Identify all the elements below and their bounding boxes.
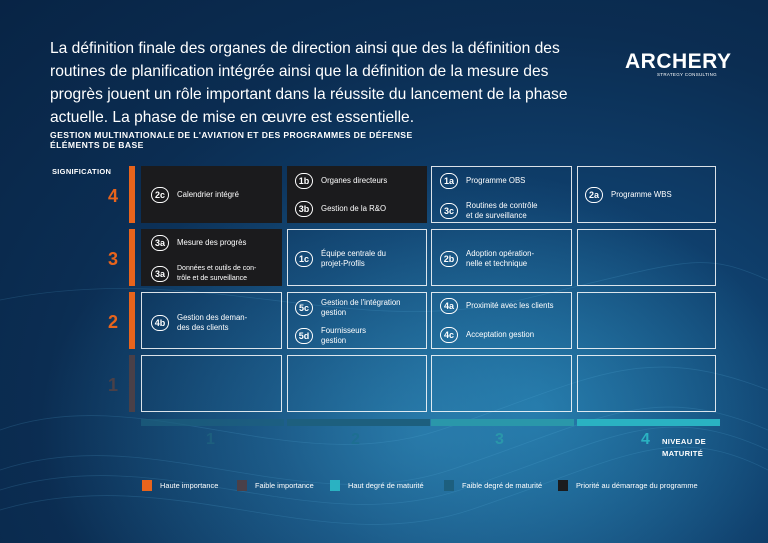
column-1-maturity-bar bbox=[141, 419, 284, 426]
row-3-importance-bar bbox=[129, 229, 135, 286]
legend-low-importance: Faible importance bbox=[237, 480, 314, 491]
item-code-badge: 2b bbox=[440, 251, 458, 267]
item-code-badge: 1c bbox=[295, 251, 313, 267]
item-code-badge: 4a bbox=[440, 298, 458, 314]
item-1c: 1c Équipe centrale du projet-Profils bbox=[295, 249, 386, 269]
item-label: Équipe centrale du projet-Profils bbox=[321, 249, 387, 268]
item-1b: 1b Organes directeurs bbox=[295, 173, 387, 189]
item-label: Données et outils de con- trôle et de su… bbox=[177, 265, 257, 282]
legend-label: Faible degré de maturité bbox=[462, 481, 543, 490]
legend-label: Haute importance bbox=[160, 481, 219, 490]
item-3c: 3c Routines de contrôle et de surveillan… bbox=[440, 201, 538, 221]
cell-r4-c3 bbox=[431, 166, 572, 223]
item-label: Acceptation gestion bbox=[466, 330, 535, 339]
cell-r2-c2 bbox=[287, 292, 427, 349]
item-4a: 4a Proximité avec les clients bbox=[440, 298, 554, 314]
item-code-badge: 5d bbox=[295, 328, 313, 344]
item-code-badge: 5c bbox=[295, 300, 313, 316]
row-4-importance-bar bbox=[129, 166, 135, 223]
cell-r2-c1 bbox=[141, 292, 282, 349]
item-label: Gestion de la R&O bbox=[321, 204, 387, 213]
legend-swatch bbox=[558, 480, 568, 491]
item-label: Programme WBS bbox=[611, 190, 672, 199]
item-code-badge: 3c bbox=[440, 203, 458, 219]
column-2-number: 2 bbox=[351, 431, 360, 448]
item-3b: 3b Gestion de la R&O bbox=[295, 201, 386, 217]
item-code-badge: 3a bbox=[151, 266, 169, 282]
column-3-number: 3 bbox=[495, 431, 504, 448]
cell-r2-c4 bbox=[577, 292, 716, 349]
item-3a-data-tools: 3a Données et outils de con- trôle et de… bbox=[151, 264, 256, 284]
legend-swatch bbox=[444, 480, 454, 491]
logo-wordmark: ARCHERY bbox=[625, 50, 732, 73]
x-axis-label: NIVEAU DE MATURITÉ bbox=[662, 437, 707, 458]
legend-priority: Priorité au démarrage du programme bbox=[558, 480, 698, 491]
item-3a-progress: 3a Mesure des progrès bbox=[151, 235, 246, 251]
legend-label: Haut degré de maturité bbox=[348, 481, 424, 490]
logo-tagline: STRATEGY CONSULTING bbox=[657, 72, 717, 77]
legend-swatch bbox=[142, 480, 152, 491]
item-label: Organes directeurs bbox=[321, 176, 388, 185]
row-2-importance-bar bbox=[129, 292, 135, 349]
item-5d: 5d Fournisseurs gestion bbox=[295, 326, 366, 346]
item-4b: 4b Gestion des deman- des des clients bbox=[151, 313, 247, 333]
item-4c: 4c Acceptation gestion bbox=[440, 327, 534, 343]
row-3-number: 3 bbox=[108, 249, 119, 269]
cell-r3-c4 bbox=[577, 229, 716, 286]
column-1-number: 1 bbox=[206, 431, 215, 448]
diagram-subtitle: GESTION MULTINATIONALE DE L'AVIATION ET … bbox=[50, 130, 413, 150]
item-2b: 2b Adoption opération- nelle et techniqu… bbox=[440, 249, 534, 269]
legend-label: Faible importance bbox=[255, 481, 314, 490]
cell-r4-c4 bbox=[577, 166, 716, 223]
archery-logo: ARCHERY STRATEGY CONSULTING bbox=[625, 50, 732, 80]
item-label: Gestion de l'intégration gestion bbox=[321, 298, 401, 317]
item-label: Fournisseurs gestion bbox=[321, 326, 367, 345]
item-code-badge: 1b bbox=[295, 173, 313, 189]
legend-high-importance: Haute importance bbox=[142, 480, 218, 491]
legend-swatch bbox=[237, 480, 247, 491]
legend-label: Priorité au démarrage du programme bbox=[576, 481, 698, 490]
column-4-maturity-bar bbox=[577, 419, 720, 426]
item-5c: 5c Gestion de l'intégration gestion bbox=[295, 298, 401, 318]
cell-r1-c2 bbox=[287, 355, 427, 412]
item-label: Proximité avec les clients bbox=[466, 301, 554, 310]
item-label: Adoption opération- nelle et technique bbox=[466, 249, 535, 268]
y-axis-label: SIGNIFICATION bbox=[52, 167, 112, 176]
column-4-number: 4 bbox=[641, 431, 650, 448]
item-2a: 2a Programme WBS bbox=[585, 187, 672, 203]
item-label: Gestion des deman- des des clients bbox=[177, 313, 248, 332]
legend-swatch bbox=[330, 480, 340, 491]
item-code-badge: 1a bbox=[440, 173, 458, 189]
item-2c: 2c Calendrier intégré bbox=[151, 187, 239, 203]
legend-high-maturity: Haut degré de maturité bbox=[330, 480, 424, 491]
item-label: Programme OBS bbox=[466, 176, 526, 185]
row-2-number: 2 bbox=[108, 312, 119, 332]
item-1a: 1a Programme OBS bbox=[440, 173, 525, 189]
legend-low-maturity: Faible degré de maturité bbox=[444, 480, 542, 491]
cell-r1-c3 bbox=[431, 355, 572, 412]
item-code-badge: 2a bbox=[585, 187, 603, 203]
intro-paragraph: La définition finale des organes de dire… bbox=[50, 40, 568, 126]
cell-r3-c2 bbox=[287, 229, 427, 286]
row-1-importance-bar bbox=[129, 355, 135, 412]
cell-r1-c1 bbox=[141, 355, 282, 412]
item-code-badge: 2c bbox=[151, 187, 169, 203]
item-label: Routines de contrôle et de surveillance bbox=[466, 201, 538, 220]
row-4-number: 4 bbox=[108, 186, 119, 206]
item-code-badge: 3a bbox=[151, 235, 169, 251]
item-label: Calendrier intégré bbox=[177, 190, 239, 199]
item-code-badge: 4b bbox=[151, 315, 169, 331]
cell-r2-c3 bbox=[431, 292, 572, 349]
subtitle-line-2: ÉLÉMENTS DE BASE bbox=[50, 140, 144, 150]
item-code-badge: 4c bbox=[440, 327, 458, 343]
column-2-maturity-bar bbox=[287, 419, 430, 426]
cell-r1-c4 bbox=[577, 355, 716, 412]
item-code-badge: 3b bbox=[295, 201, 313, 217]
item-label: Mesure des progrès bbox=[177, 238, 247, 247]
subtitle-line-1: GESTION MULTINATIONALE DE L'AVIATION ET … bbox=[50, 130, 413, 140]
row-1-number: 1 bbox=[108, 375, 119, 395]
cell-r3-c3 bbox=[431, 229, 572, 286]
column-3-maturity-bar bbox=[431, 419, 574, 426]
